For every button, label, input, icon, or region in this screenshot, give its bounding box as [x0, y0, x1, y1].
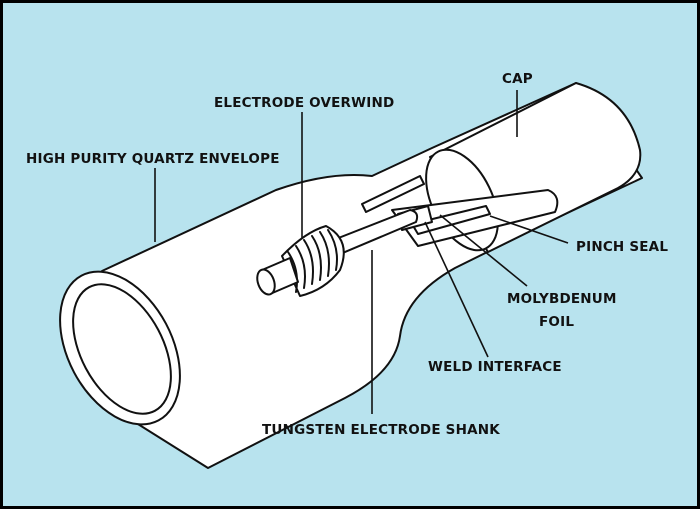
envelope-front-inner-rim [72, 283, 172, 415]
label-weld-interface: WELD INTERFACE [428, 359, 562, 375]
label-electrode-overwind: ELECTRODE OVERWIND [214, 95, 394, 111]
coil-windings [287, 229, 338, 293]
leader-molybdenum [439, 214, 528, 287]
label-tungsten-shank: TUNGSTEN ELECTRODE SHANK [262, 422, 500, 438]
label-foil: FOIL [539, 314, 574, 330]
label-molybdenum: MOLYBDENUM [507, 291, 617, 307]
leader-pinch-seal [489, 215, 569, 244]
pinch-seal-slot [361, 175, 425, 213]
label-pinch-seal: PINCH SEAL [576, 239, 668, 255]
label-cap: CAP [502, 71, 533, 87]
electrode-tip-end [256, 268, 276, 296]
molybdenum-foil [411, 205, 491, 235]
label-quartz-envelope: HIGH PURITY QUARTZ ENVELOPE [26, 151, 280, 167]
leader-lines [154, 90, 569, 414]
leader-weld [424, 221, 489, 358]
